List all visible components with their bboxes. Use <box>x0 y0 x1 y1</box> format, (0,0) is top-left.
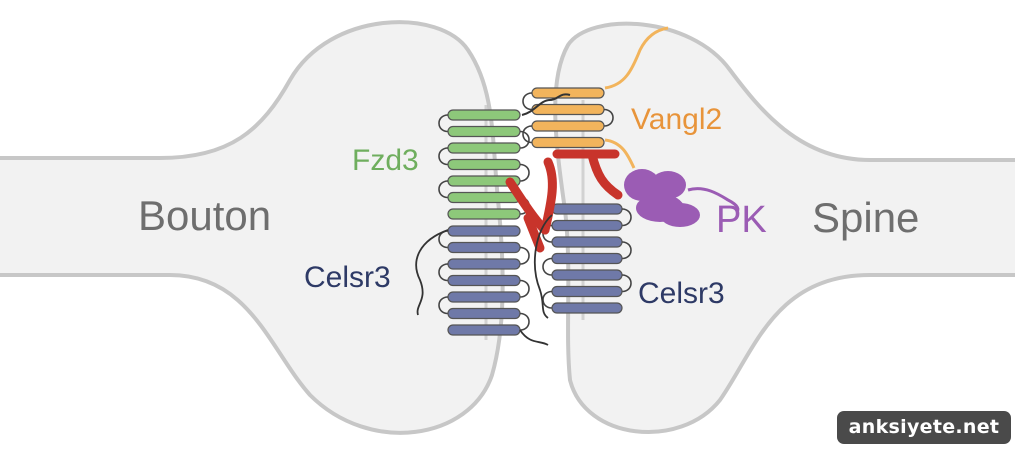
celsr3-right-loop <box>542 290 553 309</box>
bouton-membrane <box>0 20 505 435</box>
vangl2-helix <box>531 103 605 116</box>
celsr3-right-loop <box>621 274 632 293</box>
celsr3-right-protein <box>542 203 632 314</box>
celsr3-right-helix <box>551 269 623 281</box>
celsr3-left-loop <box>519 246 530 265</box>
vangl2-helix <box>531 136 605 149</box>
pk-protein <box>624 169 700 227</box>
vangl2-loop <box>522 125 533 144</box>
fzd3-loop <box>438 180 449 199</box>
celsr3-left-helix <box>447 307 521 320</box>
celsr3-right-helix <box>551 236 623 248</box>
celsr3-left-helix <box>447 225 521 237</box>
celsr3-left-tail <box>415 229 449 316</box>
vangl2-protein <box>522 87 614 149</box>
linker-left-base <box>523 213 545 253</box>
fzd3-helix <box>447 125 521 138</box>
fzd3-loop <box>438 114 449 133</box>
fzd3-helix <box>447 109 521 121</box>
pk-blob-1 <box>624 169 660 201</box>
fzd3-helix <box>447 208 521 220</box>
celsr3-right-helix <box>551 252 623 265</box>
celsr3-right-loop <box>621 241 632 260</box>
vangl2-helix <box>531 87 605 99</box>
spine-label: Spine <box>812 194 919 241</box>
celsr3-right-helix <box>551 203 623 215</box>
celsr3-left-protein <box>438 225 530 336</box>
linker-left-stem <box>540 157 557 235</box>
pk-blob-2 <box>650 171 686 199</box>
celsr3-right-helix <box>551 302 623 314</box>
fzd3-helix <box>447 158 521 171</box>
bouton-label: Bouton <box>138 192 271 239</box>
celsr3-right-tail <box>534 214 553 319</box>
spine-membrane <box>553 21 1015 434</box>
celsr3-left-loop <box>438 263 449 282</box>
celsr3-left-helix <box>447 291 521 303</box>
celsr3-left-helix <box>447 324 521 336</box>
fzd3-helix <box>447 142 521 154</box>
celsr3-left-loop <box>438 296 449 315</box>
celsr3-left-loop <box>519 312 530 331</box>
fzd3-protein <box>438 109 530 220</box>
vangl2-tail <box>604 26 669 90</box>
linker-right-stem <box>587 150 623 200</box>
celsr3-left-helix <box>447 258 521 270</box>
celsr3-right-helix <box>551 285 623 298</box>
celsr3-left-lower-tail <box>519 329 549 346</box>
fzd3-tail <box>521 93 571 116</box>
vangl2-lower-tail <box>604 138 636 169</box>
celsr3-right-label: Celsr3 <box>638 277 725 310</box>
vangl2-label: Vangl2 <box>631 103 722 136</box>
celsr3-right-loop <box>542 257 553 276</box>
fzd3-label: Fzd3 <box>352 144 419 177</box>
fzd3-helix <box>447 191 521 204</box>
celsr3-left-helix <box>447 241 521 254</box>
celsr3-left-helix <box>447 274 521 287</box>
pk-tail <box>687 187 740 214</box>
watermark-badge: anksiyete.net <box>837 411 1011 444</box>
celsr3-left-label: Celsr3 <box>304 261 391 294</box>
vangl2-loop <box>603 108 614 127</box>
fzd3-loop <box>519 163 530 182</box>
vangl2-loop <box>522 92 533 111</box>
fzd3-loop <box>438 147 449 166</box>
celsr3-right-loop <box>621 208 632 227</box>
celsr3-right-helix <box>551 219 623 232</box>
pk-label: PK <box>716 199 767 241</box>
pk-blob-4 <box>660 203 700 227</box>
vangl2-helix <box>531 120 605 132</box>
celsr3-left-loop <box>519 279 530 298</box>
